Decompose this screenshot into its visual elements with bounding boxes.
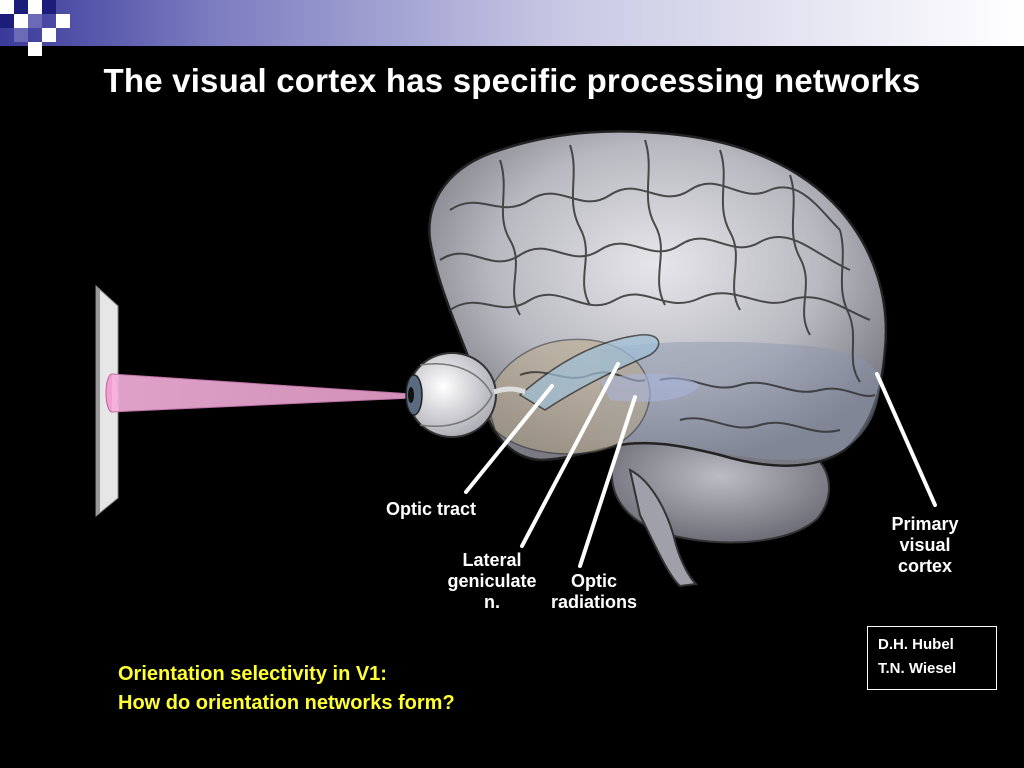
credit-hubel: D.H. Hubel (878, 636, 954, 653)
credit-box: D.H. Hubel T.N. Wiesel (867, 626, 997, 690)
eye (405, 352, 526, 438)
label-optic-tract: Optic tract (386, 499, 477, 519)
pointer-optic-radiations (578, 395, 637, 568)
brainstem (628, 468, 699, 588)
question-line-1: Orientation selectivity in V1: (118, 663, 387, 685)
slide-title: The visual cortex has specific processin… (103, 62, 921, 99)
label-primary-visual-cortex: Primary visual cortex (891, 514, 959, 576)
pointer-optic-tract (464, 384, 554, 494)
pointer-primary-visual-cortex (875, 372, 937, 507)
question-line-2: How do orientation networks form? (118, 692, 455, 714)
label-optic-radiations: Optic radiations (550, 571, 638, 612)
light-cone (105, 373, 413, 413)
checker-decoration (0, 0, 70, 56)
pointer-lateral-geniculate (520, 362, 620, 548)
header-gradient-band (0, 0, 1024, 46)
label-lateral-geniculate: Lateral geniculate n. (447, 550, 537, 612)
credit-wiesel: T.N. Wiesel (878, 660, 957, 677)
orientation-question: Orientation selectivity in V1: How do or… (118, 660, 455, 718)
brain (428, 130, 888, 588)
